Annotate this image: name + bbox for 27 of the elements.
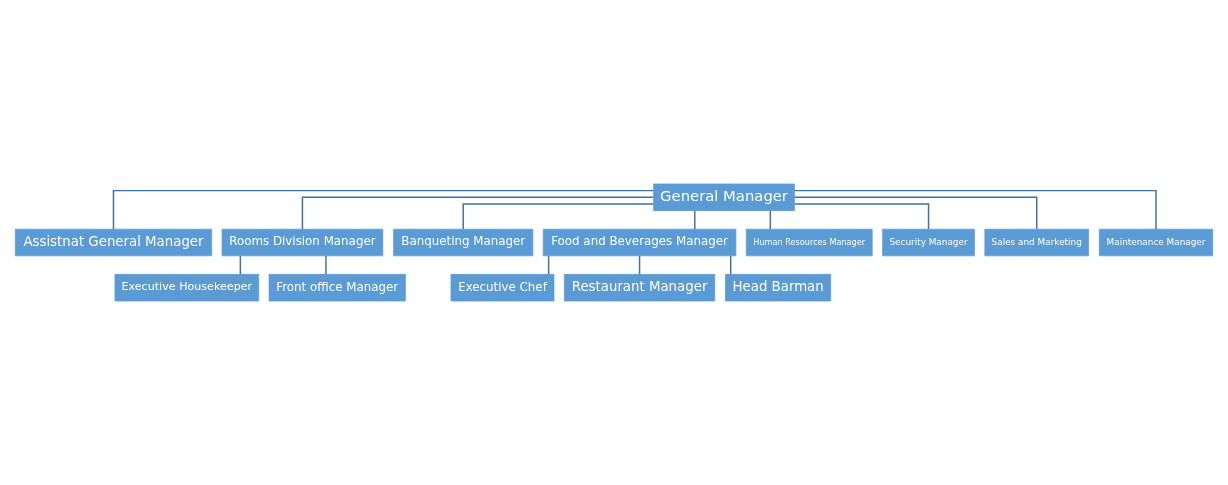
node-box: Rooms Division Manager <box>221 228 384 257</box>
connector <box>793 196 1038 230</box>
node-box: Security Manager <box>882 228 975 257</box>
connector <box>239 255 242 275</box>
connector <box>547 255 550 275</box>
node-box: Executive Housekeeper <box>114 274 260 302</box>
connector <box>112 189 655 230</box>
node-box: Banqueting Manager <box>393 228 534 257</box>
connector <box>694 210 696 230</box>
connector <box>769 210 772 230</box>
connector <box>638 255 641 275</box>
connector <box>325 255 327 275</box>
node-box: Assistnat General Manager <box>14 228 213 257</box>
node-box: Sales and Marketing <box>984 228 1089 257</box>
connector <box>793 203 930 230</box>
connector <box>301 196 655 230</box>
connector <box>462 203 655 230</box>
node-box: Executive Chef <box>450 274 555 302</box>
connector <box>729 255 732 275</box>
node-box: Restaurant Manager <box>564 274 716 302</box>
node-box: Front office Manager <box>268 274 406 302</box>
node-box: Food and Beverages Manager <box>542 228 737 257</box>
node-box: Head Barman <box>725 274 832 302</box>
node-box: General Manager <box>653 183 795 211</box>
connector <box>793 189 1157 230</box>
node-box: Maintenance Manager <box>1098 228 1214 257</box>
node-box: Human Resources Manager <box>745 228 873 257</box>
